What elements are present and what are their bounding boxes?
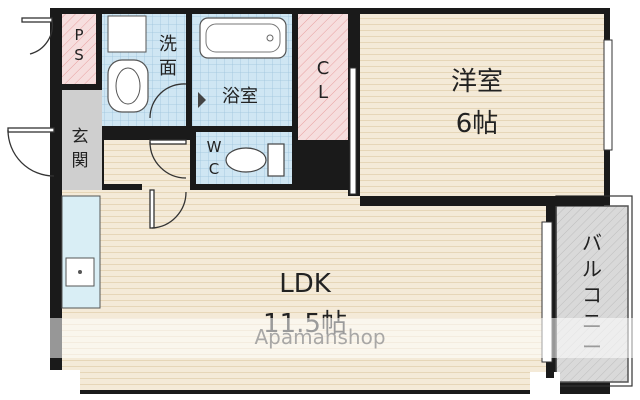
bathtub: [199, 17, 287, 59]
balcony-label-2: ル: [582, 257, 602, 281]
western-room-size: 6帖: [456, 109, 499, 139]
wc-door: [149, 139, 187, 145]
ldk-door: [149, 189, 155, 229]
western-room-name: 洋室: [451, 67, 503, 97]
sliding-door-western: [349, 67, 357, 195]
balcony-label-1: バ: [582, 231, 602, 255]
sink-drain: [78, 270, 82, 274]
entrance-door: [7, 127, 55, 133]
notch-left: [50, 370, 80, 394]
toilet-tank: [267, 143, 285, 177]
entrance-floor: [62, 90, 102, 190]
bathtub-inner: [205, 23, 281, 53]
toilet-bowl: [225, 147, 267, 173]
wc-label-1: W: [207, 138, 222, 156]
western-room-floor: [360, 14, 604, 196]
kitchen-sink: [65, 257, 95, 287]
entrance-label-1: 玄: [72, 127, 89, 147]
washbasin-bowl: [115, 67, 141, 105]
ldk-name: LDK: [279, 269, 332, 299]
washroom-label-1: 洗: [159, 34, 177, 55]
watermark: Apamanshop: [254, 325, 385, 349]
closet-area: [298, 14, 348, 140]
washbasin: [107, 59, 149, 113]
window-ldk: [541, 221, 553, 363]
kitchen-counter: [61, 195, 101, 309]
wc-label-2: C: [209, 160, 219, 178]
ps-door: [21, 17, 53, 23]
bathtub-drain: [266, 34, 274, 42]
balcony-label-3: コ: [582, 283, 602, 307]
ps-label-1: P: [74, 26, 83, 44]
doors: [7, 17, 187, 229]
watermark-band: [40, 318, 640, 358]
bath-label: 浴室: [222, 86, 258, 107]
washer-space: [107, 15, 147, 53]
ps-area: [62, 14, 96, 84]
entrance-label-2: 関: [72, 151, 89, 171]
step-marker-icon: [198, 92, 206, 108]
window-western: [603, 39, 613, 151]
washroom-label-2: 面: [159, 58, 177, 79]
washroom-door: [149, 83, 187, 119]
closet-label-1: C: [317, 58, 330, 79]
closet-label-2: L: [318, 82, 328, 103]
ps-label-2: S: [74, 46, 84, 64]
notch-right: [530, 372, 560, 394]
